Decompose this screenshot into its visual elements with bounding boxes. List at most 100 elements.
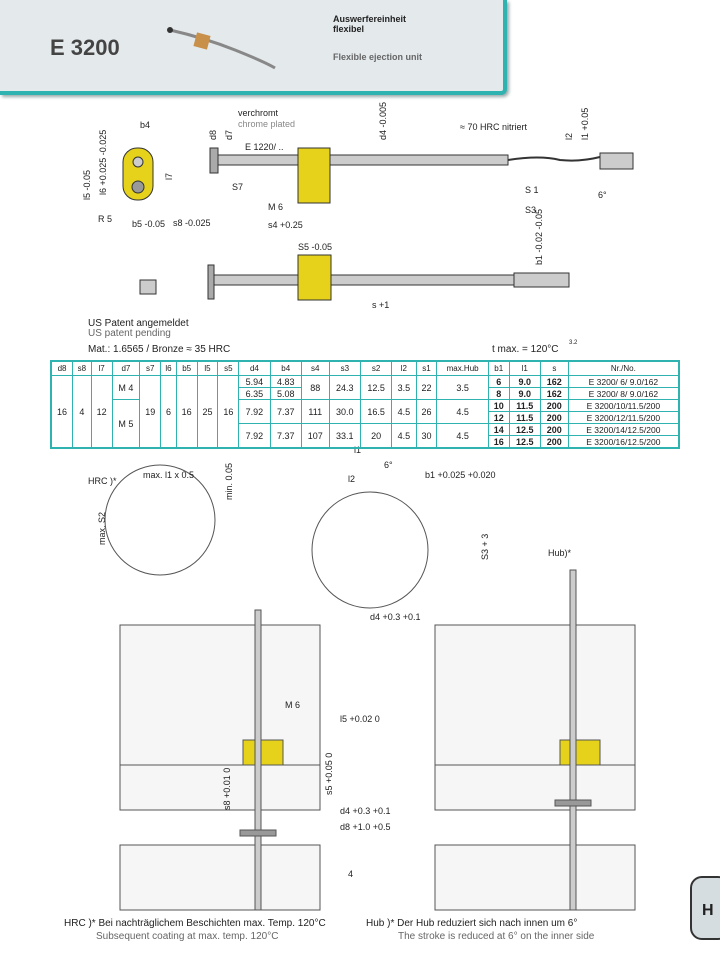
table-cell: 12.5 xyxy=(359,375,393,400)
title-en: Flexible ejection unit xyxy=(333,52,423,62)
table-cell: 3.5 xyxy=(436,375,489,400)
table-cell: 12 xyxy=(90,375,113,449)
table-cell: 3.5 xyxy=(391,375,417,400)
label-s: s +1 xyxy=(372,300,389,310)
part-number: E 3200/14/12.5/200 xyxy=(567,423,680,436)
table-cell: 8 xyxy=(487,387,510,400)
detail-min005: min. 0.05 xyxy=(224,463,234,500)
column-header: s4 xyxy=(300,360,330,376)
column-header: s1 xyxy=(415,360,438,376)
table-cell: M 5 xyxy=(111,399,141,449)
table-cell: 107 xyxy=(300,423,330,449)
label-l6: l6 +0.025 -0.025 xyxy=(98,130,108,195)
table-cell: 5.08 xyxy=(269,387,302,400)
footnote-hrc-en: Subsequent coating at max. temp. 120°C xyxy=(96,931,279,942)
label-l2: l2 xyxy=(564,133,574,140)
table-cell: 6 xyxy=(487,375,510,388)
detail-s5: s5 +0.05 0 xyxy=(324,753,334,795)
label-chrome-plated: chrome plated xyxy=(238,119,295,129)
column-header: l2 xyxy=(391,360,417,376)
detail-hrc: HRC )* xyxy=(88,476,117,486)
table-cell: 11.5 xyxy=(508,411,541,424)
table-cell: 200 xyxy=(539,423,569,436)
table-cell: 20 xyxy=(359,423,393,449)
table-cell: 4.5 xyxy=(391,423,417,449)
table-cell: 16 xyxy=(487,435,510,449)
label-l7: l7 xyxy=(164,173,174,180)
table-cell: 22 xyxy=(415,375,438,400)
table-cell: 200 xyxy=(539,411,569,424)
table-cell: 6 xyxy=(160,375,177,449)
part-number: E 3200/12/11.5/200 xyxy=(567,411,680,424)
detail-s3p3: S3 + 3 xyxy=(480,534,490,560)
column-header: l6 xyxy=(160,360,177,376)
label-d8: d8 xyxy=(208,130,218,140)
column-header: Nr./No. xyxy=(567,360,680,376)
column-header: l5 xyxy=(196,360,219,376)
patent-en: US patent pending xyxy=(88,328,171,339)
detail-b1: b1 +0.025 +0.020 xyxy=(425,470,496,480)
column-header: s5 xyxy=(217,360,240,376)
label-d7: d7 xyxy=(224,130,234,140)
table-cell: 7.37 xyxy=(269,423,302,449)
column-header: d7 xyxy=(111,360,141,376)
detail-4: 4 xyxy=(348,869,353,879)
table-cell: 7.37 xyxy=(269,399,302,424)
table-cell: 25 xyxy=(196,375,219,449)
table-cell: 16 xyxy=(217,375,240,449)
label-6deg: 6° xyxy=(598,190,607,200)
column-header: s2 xyxy=(359,360,393,376)
table-cell: 4.5 xyxy=(436,399,489,424)
column-header: b4 xyxy=(269,360,302,376)
table-cell: M 4 xyxy=(111,375,141,400)
table-cell: 11.5 xyxy=(508,399,541,412)
product-header: E 3200 Auswerfereinheit flexibel Flexibl… xyxy=(0,0,507,95)
column-header: s3 xyxy=(328,360,361,376)
detail-maxs2: max. S2 xyxy=(97,512,107,545)
label-s4: s4 +0.25 xyxy=(268,220,303,230)
section-tab-h[interactable]: H xyxy=(690,876,720,940)
table-cell: 7.92 xyxy=(238,399,271,424)
column-header: s7 xyxy=(139,360,162,376)
table-cell: 5.94 xyxy=(238,375,271,388)
table-cell: 6.35 xyxy=(238,387,271,400)
table-cell: 9.0 xyxy=(508,375,541,388)
table-cell: 200 xyxy=(539,399,569,412)
label-s7: S7 xyxy=(232,182,243,192)
column-header: b1 xyxy=(487,360,510,376)
table-cell: 16.5 xyxy=(359,399,393,424)
table-cell: 4.83 xyxy=(269,375,302,388)
detail-hub: Hub)* xyxy=(548,548,572,558)
roughness-symbol: 3.2 xyxy=(569,340,578,346)
product-image xyxy=(167,27,276,70)
patent-de: US Patent angemeldet xyxy=(88,318,189,329)
table-cell: 4.5 xyxy=(391,399,417,424)
column-header: d8 xyxy=(50,360,74,376)
table-cell: 16 xyxy=(175,375,198,449)
column-header: l1 xyxy=(508,360,541,376)
label-s3: S3 xyxy=(525,205,536,215)
column-header: l7 xyxy=(90,360,113,376)
part-number: E 3200/16/12.5/200 xyxy=(567,435,680,449)
label-verchromt: verchromt xyxy=(238,108,279,118)
label-70hrc: ≈ 70 HRC nitriert xyxy=(460,122,527,132)
label-l5: l5 -0.05 xyxy=(82,170,92,200)
table-cell: 162 xyxy=(539,375,569,388)
table-cell: 88 xyxy=(300,375,330,400)
table-cell: 14 xyxy=(487,423,510,436)
t-max: t max. = 120°C xyxy=(492,344,559,355)
label-s8: s8 -0.025 xyxy=(173,218,211,228)
label-r5: R 5 xyxy=(98,214,112,224)
column-header: s8 xyxy=(72,360,92,376)
top-drawing xyxy=(122,147,634,301)
table-cell: 12.5 xyxy=(508,435,541,449)
label-l1: l1 +0.05 xyxy=(580,108,590,140)
table-cell: 4.5 xyxy=(436,423,489,449)
column-header: b5 xyxy=(175,360,198,376)
detail-maxl1: max. l1 x 0.5 xyxy=(143,470,194,480)
table-cell: 24.3 xyxy=(328,375,361,400)
label-s5: S5 -0.05 xyxy=(298,242,332,252)
